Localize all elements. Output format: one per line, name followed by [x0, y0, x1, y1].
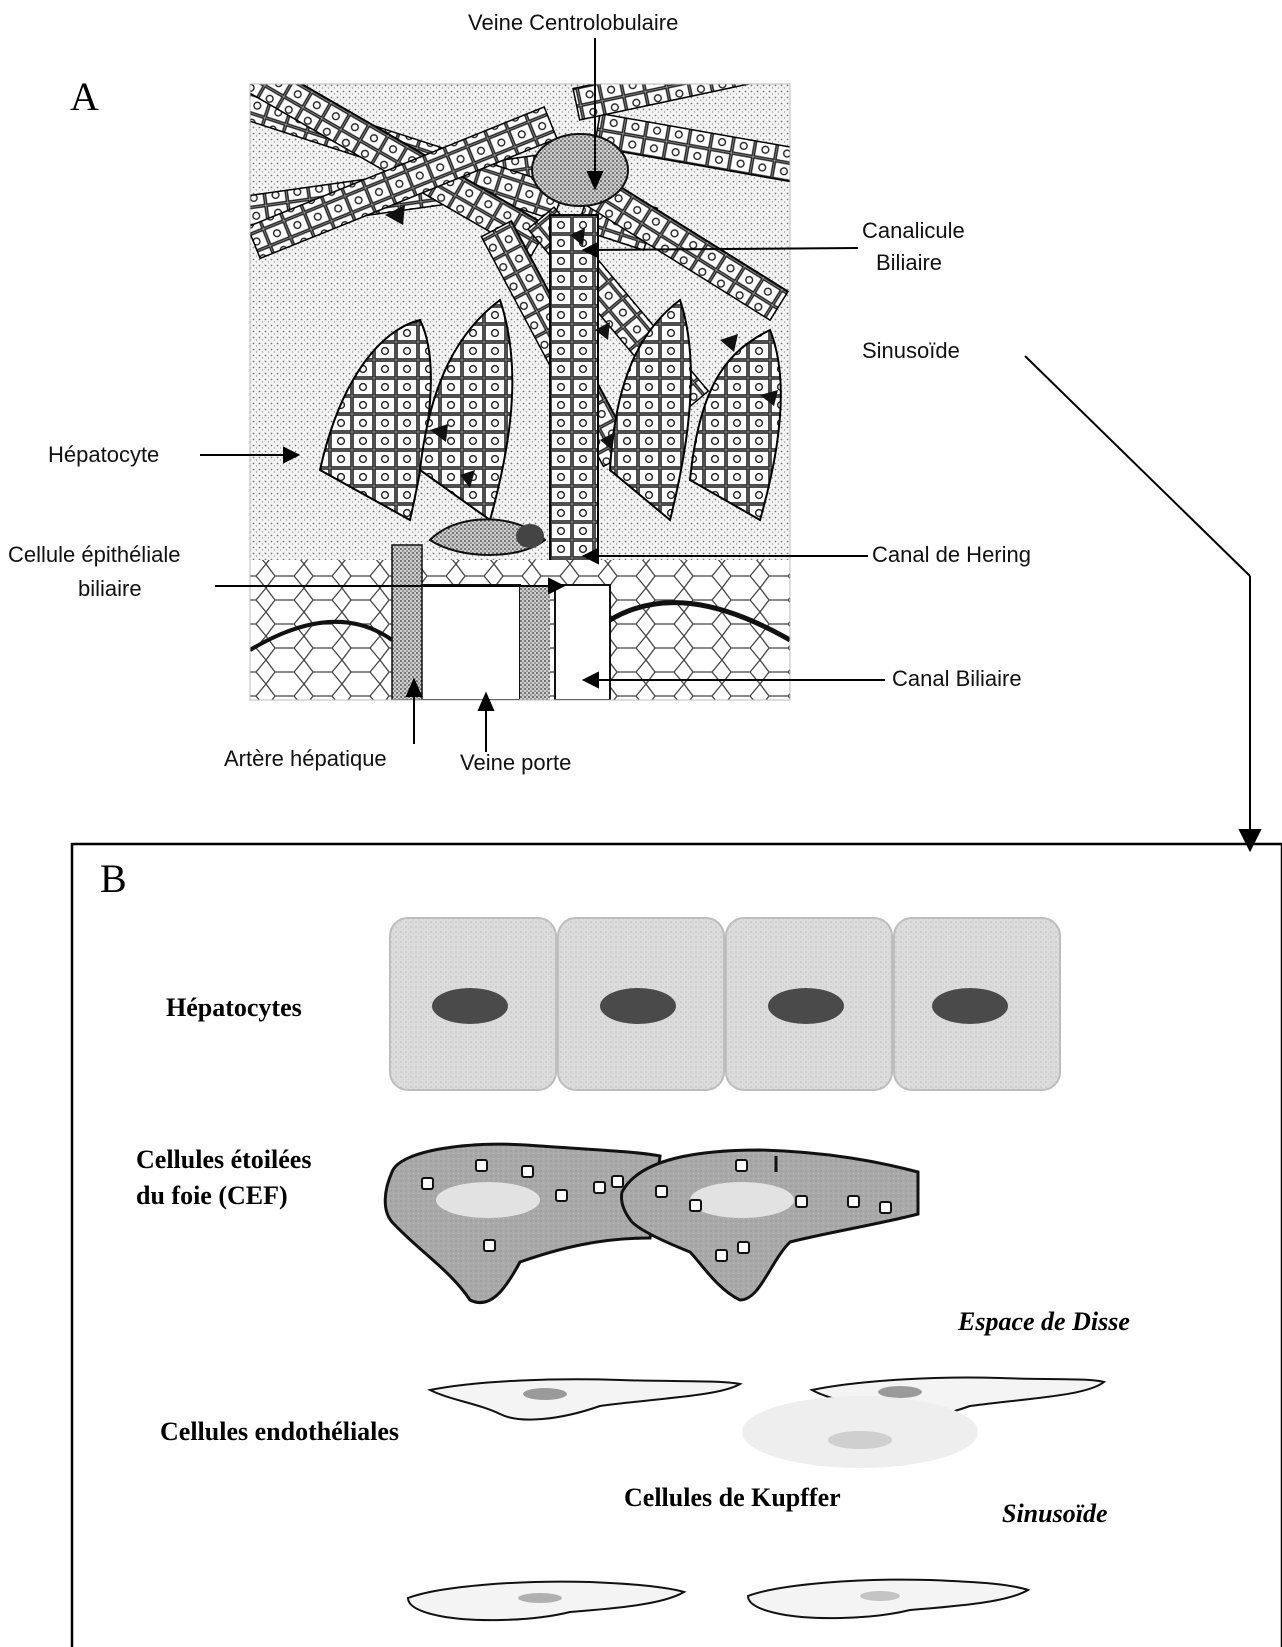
hepatocyte-row — [390, 918, 1060, 1090]
label-hepatocyte: Hépatocyte — [48, 442, 159, 467]
label-stellate-line1: Cellules étoilées — [136, 1145, 311, 1174]
panel-a-letter: A — [70, 74, 99, 119]
label-portal-vein: Veine porte — [460, 750, 571, 775]
label-bile-canaliculus-line1: Canalicule — [862, 218, 965, 243]
stellate-cell — [621, 1150, 918, 1300]
label-biliary-epithelial-line1: Cellule épithéliale — [8, 542, 180, 567]
label-sinusoid-a: Sinusoïde — [862, 338, 960, 363]
label-hepatic-artery: Artère hépatique — [224, 746, 387, 771]
label-hepatocytes: Hépatocytes — [166, 993, 302, 1022]
hepatocyte-nucleus — [768, 988, 844, 1024]
label-central-vein: Veine Centrolobulaire — [468, 10, 678, 35]
kupffer-nucleus — [828, 1431, 892, 1449]
label-canal-of-hering: Canal de Hering — [872, 542, 1031, 567]
endothelial-cells-lower — [408, 1580, 1028, 1620]
label-kupffer: Cellules de Kupffer — [624, 1483, 841, 1512]
panel-b-letter: B — [100, 856, 127, 901]
label-sinusoid-b: Sinusoïde — [1002, 1499, 1108, 1528]
endothelial-cell — [430, 1379, 740, 1419]
hepatocyte-nucleus — [600, 988, 676, 1024]
label-bile-canaliculus-line2: Biliaire — [876, 250, 942, 275]
label-stellate-line2: du foie (CEF) — [136, 1181, 288, 1210]
label-biliary-epithelial-line2: biliaire — [78, 576, 142, 601]
hepatocyte-nucleus — [932, 988, 1008, 1024]
histology-drawing — [237, 43, 817, 700]
label-endothelial: Cellules endothéliales — [160, 1417, 399, 1446]
stellate-cells — [385, 1144, 918, 1302]
hepatocyte-nucleus — [432, 988, 508, 1024]
label-bile-duct: Canal Biliaire — [892, 666, 1022, 691]
label-space-of-disse: Espace de Disse — [957, 1307, 1130, 1336]
